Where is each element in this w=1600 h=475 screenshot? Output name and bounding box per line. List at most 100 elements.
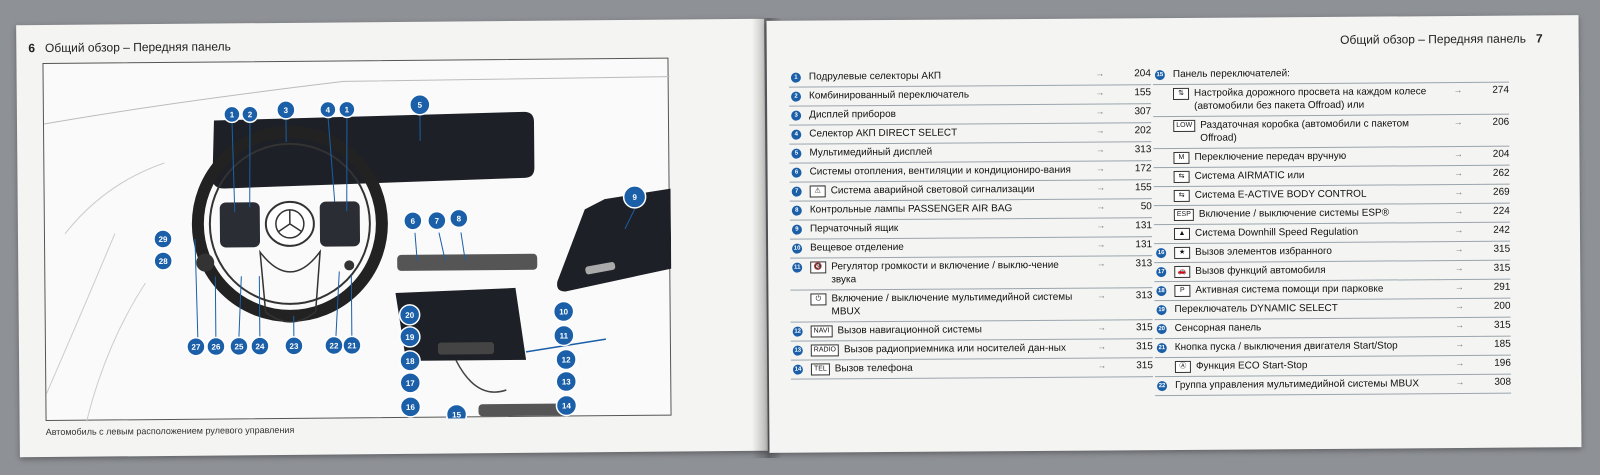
item-label: Перчаточный ящик — [809, 222, 899, 235]
page-ref-arrow-icon: → — [1095, 106, 1105, 117]
item-number-badge: 4 — [791, 129, 802, 140]
page-ref-arrow-icon: → — [1095, 87, 1105, 98]
item-label: Переключатель DYNAMIC SELECT — [1174, 302, 1338, 315]
page-ref-arrow-icon: → — [1097, 360, 1107, 371]
page-ref-arrow-icon: → — [1455, 376, 1465, 388]
page-reference: 131 — [1135, 220, 1152, 232]
item-number-badge: 2 — [790, 91, 802, 102]
item-label: Функция ECO Start-Stop — [1195, 360, 1308, 372]
callout-1: 1 — [230, 110, 235, 119]
item-label: Сенсорная панель — [1174, 322, 1262, 334]
page-ref-arrow-icon: → — [1096, 290, 1106, 301]
item-number-badge: 11 — [792, 262, 803, 273]
page-reference: 242 — [1493, 224, 1511, 236]
item-number-badge: 15 — [1154, 70, 1165, 81]
legend-row: 22 Группа управления мультимедийной систе… — [1154, 374, 1512, 397]
item-number-badge: 5 — [791, 148, 802, 159]
control-symbol-icon: M — [1173, 151, 1190, 165]
control-symbol-icon: ⇅ — [1172, 87, 1190, 101]
legend-row: 16★Вызов элементов избранного→315 — [1154, 241, 1511, 264]
control-symbol-icon: NAVI — [810, 325, 833, 338]
item-label: Системы отопления, вентиляции и кондицио… — [809, 164, 1071, 178]
page-reference: 155 — [1134, 182, 1152, 194]
page-reference: 269 — [1492, 186, 1510, 198]
callout-9: 9 — [632, 193, 637, 202]
right-page-title: Общий обзор – Передняя панель — [1340, 31, 1527, 47]
callout-4: 4 — [326, 106, 331, 115]
page-ref-arrow-icon: → — [1095, 125, 1105, 136]
item-number-badge: 22 — [1157, 381, 1168, 392]
callout-28: 28 — [159, 257, 169, 266]
item-label: Селектор АКП DIRECT SELECT — [809, 127, 958, 140]
page-ref-arrow-icon: → — [1097, 341, 1107, 352]
item-label: Вызов элементов избранного — [1195, 245, 1333, 258]
page-reference: 315 — [1493, 243, 1511, 255]
item-label: Вызов навигационной системы — [837, 324, 983, 337]
callout-5: 5 — [418, 101, 423, 110]
callout-21: 21 — [347, 341, 357, 350]
page-ref-arrow-icon: → — [1454, 205, 1464, 217]
item-number-badge: 10 — [792, 243, 803, 254]
item-label: Контрольные лампы PASSENGER AIR BAG — [809, 203, 1013, 216]
page-reference: 291 — [1493, 281, 1511, 293]
item-label: Вызов функций автомобиля — [1195, 264, 1326, 277]
item-label: Настройка дорожного просвета на каждом к… — [1193, 86, 1427, 112]
switch-panel-label: Панель переключателей: — [1172, 68, 1290, 81]
page-ref-arrow-icon: → — [1453, 116, 1463, 128]
control-symbol-icon: 🚗 — [1174, 265, 1191, 278]
item-label: Вызов радиоприемника или носителей дан-н… — [843, 342, 1067, 356]
item-number-badge: 14 — [792, 364, 803, 375]
legend-row: 17🚗Вызов функций автомобиля→315 — [1154, 260, 1511, 283]
page-ref-arrow-icon: → — [1454, 262, 1464, 274]
dashboard-drawing: 1 2 3 4 1 5 6 7 8 9 10 11 12 13 14 15 16… — [43, 76, 672, 426]
item-number-badge: 1 — [790, 72, 801, 83]
item-label: Переключение передач вручную — [1194, 150, 1347, 163]
page-ref-arrow-icon: → — [1095, 68, 1105, 79]
control-symbol-icon: ESP — [1173, 208, 1194, 222]
callout-13: 13 — [562, 377, 572, 386]
control-symbol-icon: ⚠ — [809, 185, 826, 198]
item-label: Мультимедийный дисплей — [809, 146, 933, 159]
left-page-header: 6 Общий обзор – Передняя панель — [28, 39, 231, 55]
page-reference: 131 — [1135, 239, 1153, 251]
page-reference: 313 — [1135, 258, 1153, 270]
page-reference: 307 — [1134, 106, 1152, 118]
item-label: Вещевое отделение — [810, 241, 904, 254]
page-ref-arrow-icon: → — [1096, 201, 1106, 212]
control-symbol-icon: TEL — [810, 363, 830, 376]
page-reference: 206 — [1492, 116, 1510, 128]
page-ref-arrow-icon: → — [1097, 322, 1107, 333]
item-label: Система AIRMATIC или — [1194, 170, 1305, 182]
callout-25: 25 — [234, 342, 244, 351]
callout-26: 26 — [211, 342, 221, 351]
item-label: Группа управления мультимедийной системы… — [1175, 378, 1420, 391]
callout-2: 2 — [248, 110, 253, 119]
page-reference: 155 — [1134, 87, 1152, 99]
callout-7: 7 — [435, 217, 440, 226]
item-number-badge: 21 — [1156, 343, 1167, 354]
page-reference: 224 — [1493, 205, 1510, 217]
item-number-badge: 20 — [1156, 324, 1167, 335]
page-ref-arrow-icon: → — [1096, 163, 1106, 174]
page-reference: 196 — [1494, 357, 1511, 369]
item-label: Активная система помощи при парковке — [1195, 283, 1384, 296]
switch-panel-heading: 15 Панель переключателей: — [1152, 63, 1509, 86]
legend-row: 11🔇Регулятор громкости и включение / вык… — [790, 256, 1153, 291]
page-reference: 308 — [1494, 376, 1512, 388]
item-label: Система E-ACTIVE BODY CONTROL — [1194, 188, 1367, 201]
page-ref-arrow-icon: → — [1096, 220, 1106, 231]
page-ref-arrow-icon: → — [1454, 167, 1464, 179]
item-number-badge: 9 — [791, 224, 802, 235]
page-reference: 50 — [1140, 201, 1152, 213]
callout-11: 11 — [560, 331, 569, 340]
